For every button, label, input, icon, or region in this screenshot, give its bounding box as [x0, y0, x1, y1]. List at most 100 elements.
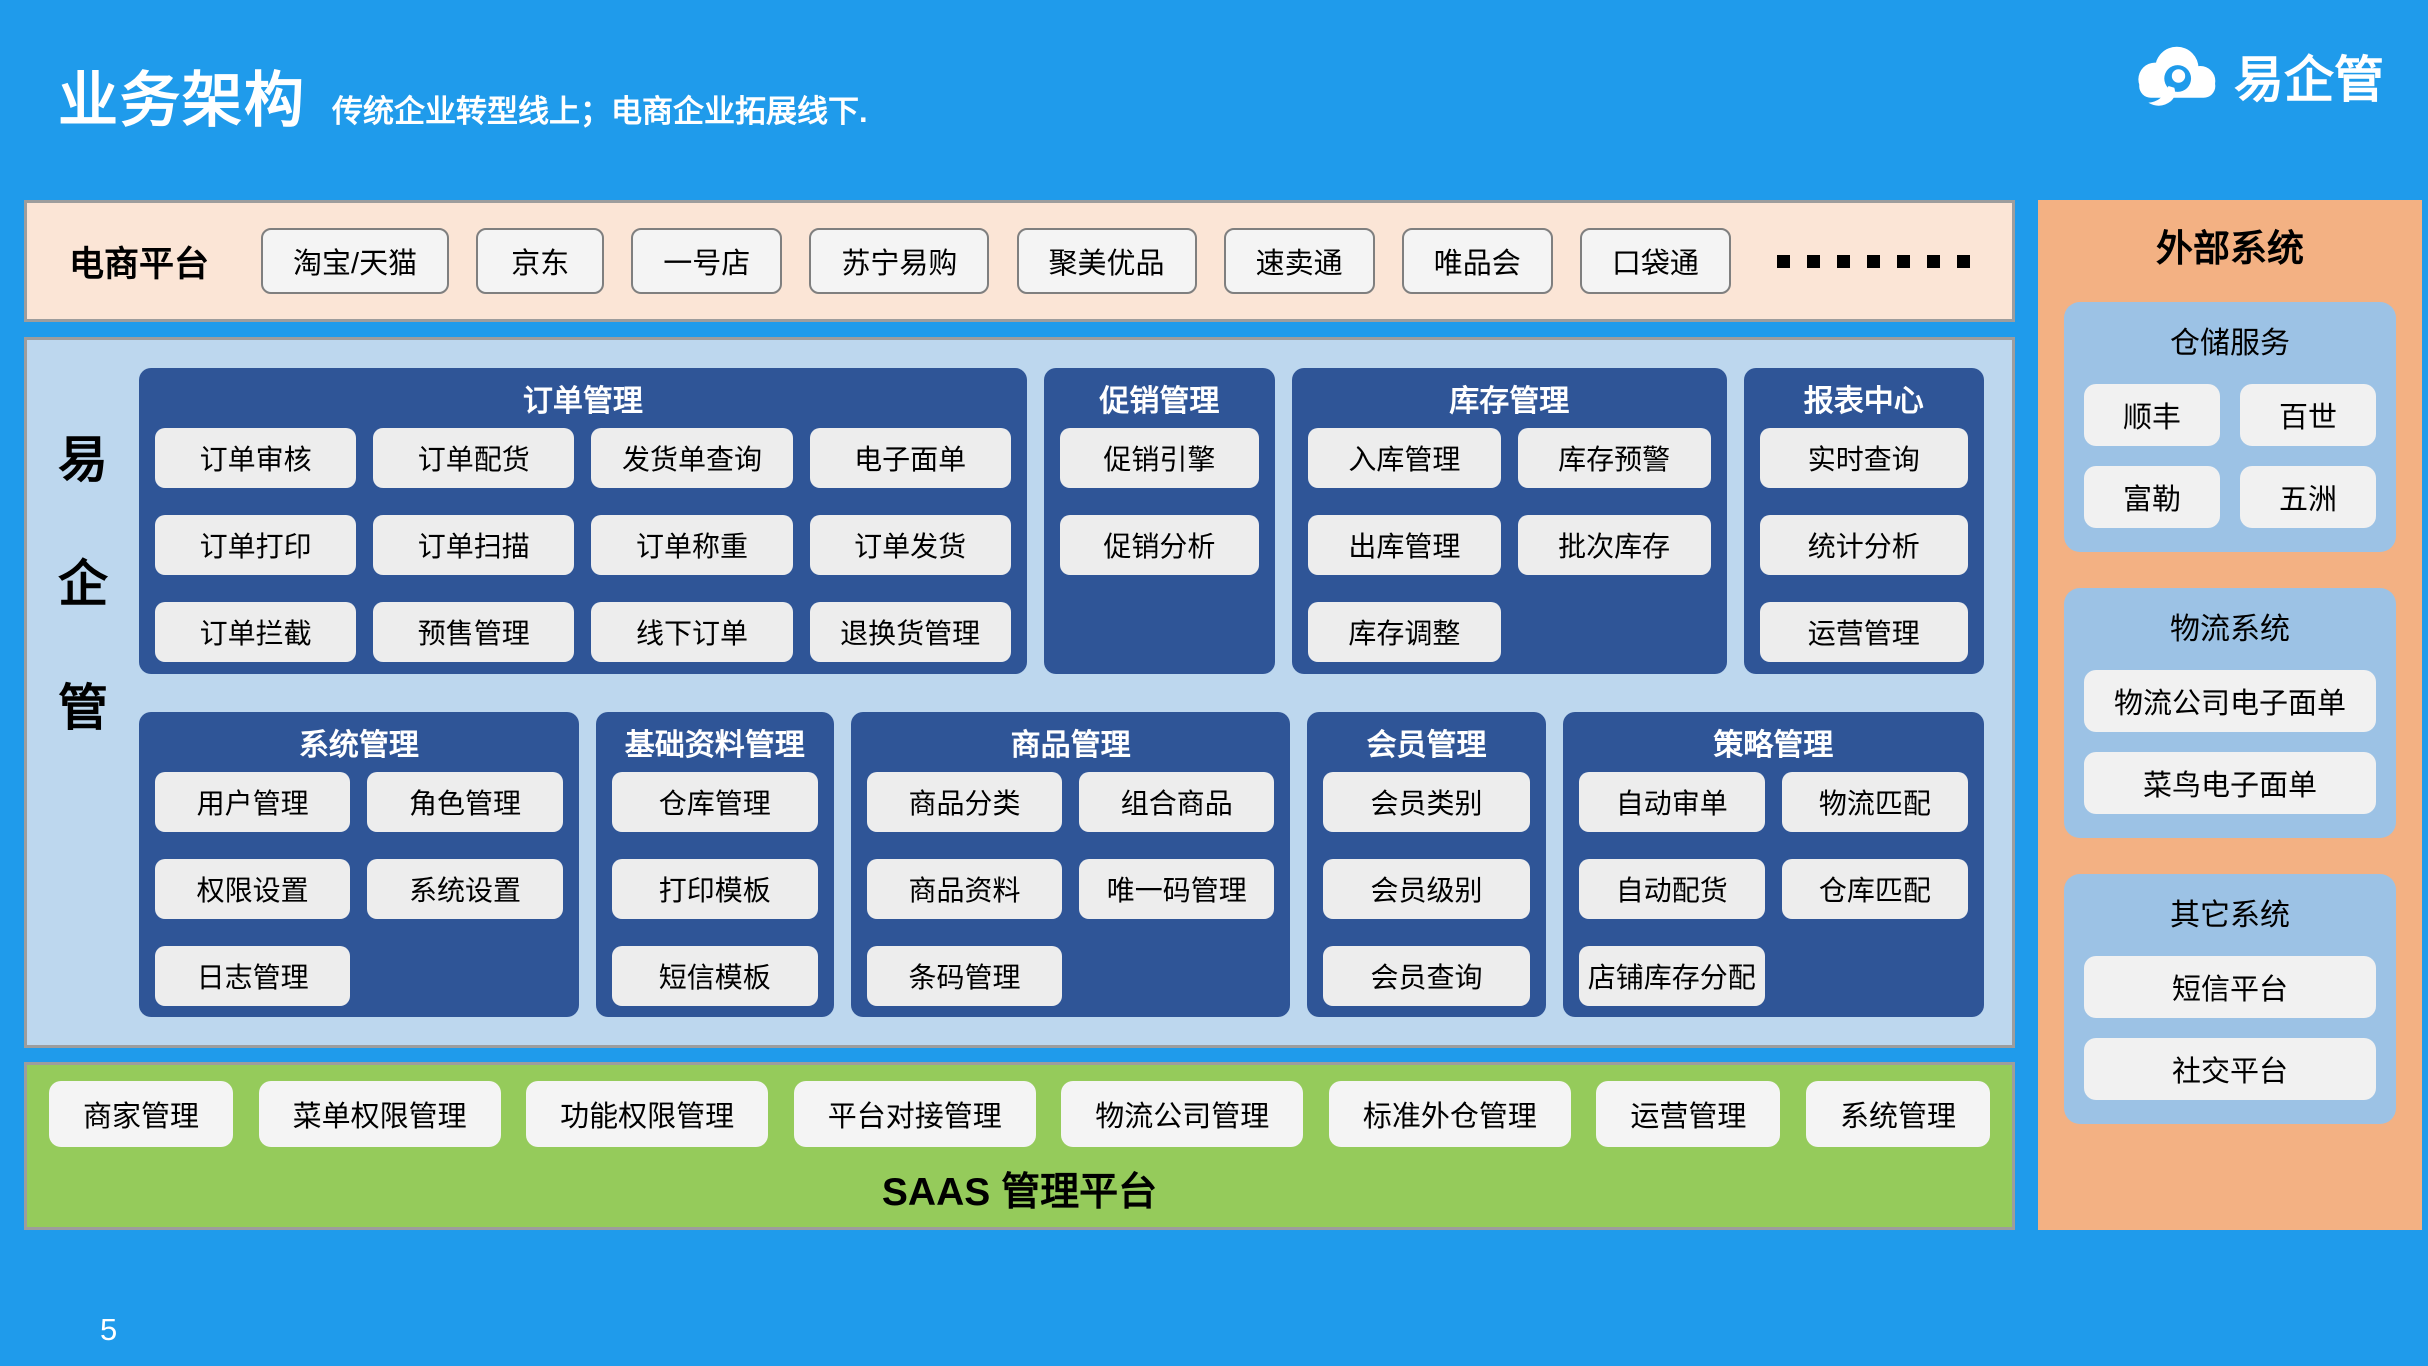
module-box: 订单发货 — [809, 515, 1011, 575]
platform-box: 淘宝/天猫 — [261, 228, 450, 294]
vertical-label-char: 易 — [58, 432, 108, 488]
module-box: 日志管理 — [155, 945, 351, 1006]
module-box: 订单打印 — [155, 515, 357, 575]
ellipsis-dot — [1837, 254, 1850, 268]
module-box: 店铺库存分配 — [1578, 945, 1765, 1006]
module-box: 库存预警 — [1517, 428, 1711, 488]
brand-logo: 易企管 — [2130, 40, 2384, 112]
module-panel: 商品管理商品分类组合商品商品资料唯一码管理条码管理 — [850, 711, 1291, 1017]
external-group-title: 仓储服务 — [2170, 327, 2290, 360]
module-grid: 用户管理角色管理权限设置系统设置日志管理 — [155, 771, 563, 1006]
module-panel-title: 库存管理 — [1449, 385, 1570, 418]
platform-box-list: 淘宝/天猫京东一号店苏宁易购聚美优品速卖通唯品会口袋通 — [261, 228, 1731, 294]
module-box: 自动审单 — [1578, 771, 1765, 832]
external-box: 社交平台 — [2084, 1038, 2376, 1100]
module-box: 实时查询 — [1759, 428, 1968, 488]
platform-box: 唯品会 — [1401, 228, 1553, 294]
module-panel-title: 订单管理 — [522, 385, 643, 418]
module-box: 订单扫描 — [373, 515, 575, 575]
module-panel: 订单管理订单审核订单配货发货单查询电子面单订单打印订单扫描订单称重订单发货订单拦… — [139, 368, 1027, 674]
brand-vertical-label: 易企管 — [27, 340, 139, 1045]
external-group-grid: 物流公司电子面单菜鸟电子面单 — [2084, 670, 2376, 814]
ecommerce-platform-label: 电商平台 — [69, 244, 210, 284]
module-grid: 促销引擎促销分析 — [1059, 428, 1259, 575]
module-box: 系统设置 — [367, 858, 563, 919]
module-box: 条码管理 — [866, 945, 1063, 1006]
module-box: 订单称重 — [591, 515, 793, 575]
module-box: 运营管理 — [1759, 602, 1968, 662]
module-box: 促销分析 — [1059, 515, 1259, 575]
module-box: 电子面单 — [809, 428, 1011, 488]
ellipsis-dot — [1897, 254, 1910, 268]
brand-name: 易企管 — [2234, 52, 2384, 108]
external-group: 其它系统短信平台社交平台 — [2064, 874, 2396, 1124]
module-box: 物流匹配 — [1781, 771, 1968, 832]
saas-box: 运营管理 — [1596, 1081, 1781, 1147]
module-grid: 会员类别会员级别会员查询 — [1323, 771, 1530, 1006]
module-box: 出库管理 — [1307, 515, 1501, 575]
external-group-title: 物流系统 — [2170, 613, 2290, 646]
module-panel-title: 系统管理 — [298, 728, 419, 762]
vertical-label-char: 管 — [58, 680, 108, 736]
external-group-grid: 短信平台社交平台 — [2084, 956, 2376, 1100]
module-box: 商品分类 — [866, 771, 1063, 832]
external-box: 顺丰 — [2084, 384, 2220, 446]
module-box: 库存调整 — [1307, 602, 1501, 662]
module-box: 短信模板 — [611, 945, 818, 1006]
platform-box: 速卖通 — [1223, 228, 1375, 294]
platform-box: 苏宁易购 — [809, 228, 990, 294]
cloud-logo-icon — [2130, 40, 2222, 112]
saas-box: 商家管理 — [49, 1081, 234, 1147]
saas-box: 平台对接管理 — [793, 1081, 1036, 1147]
module-panel-title: 商品管理 — [1010, 728, 1131, 762]
module-panel-row-1: 订单管理订单审核订单配货发货单查询电子面单订单打印订单扫描订单称重订单发货订单拦… — [139, 368, 1984, 674]
module-box: 入库管理 — [1307, 428, 1501, 488]
module-panel-title: 基础资料管理 — [624, 728, 805, 762]
module-panel-rows: 订单管理订单审核订单配货发货单查询电子面单订单打印订单扫描订单称重订单发货订单拦… — [139, 340, 2012, 1045]
module-box: 组合商品 — [1079, 771, 1275, 832]
module-box: 权限设置 — [155, 858, 351, 919]
module-panel: 会员管理会员类别会员级别会员查询 — [1307, 711, 1546, 1017]
external-box: 短信平台 — [2084, 956, 2376, 1018]
module-box: 打印模板 — [611, 858, 818, 919]
ellipsis-dot — [1867, 254, 1880, 268]
vertical-label-char: 企 — [58, 556, 108, 612]
ellipsis-dot — [1927, 254, 1940, 268]
module-box: 退换货管理 — [809, 602, 1011, 662]
module-grid: 实时查询统计分析运营管理 — [1759, 428, 1968, 662]
page-title: 业务架构 — [58, 67, 306, 134]
external-box: 百世 — [2240, 384, 2376, 446]
module-panel-title: 促销管理 — [1099, 385, 1220, 418]
module-box: 仓库管理 — [611, 771, 818, 832]
module-panel: 促销管理促销引擎促销分析 — [1043, 368, 1275, 674]
ellipsis-dot — [1807, 254, 1820, 268]
platform-box: 口袋通 — [1579, 228, 1731, 294]
external-box: 富勒 — [2084, 466, 2220, 528]
module-panel: 系统管理用户管理角色管理权限设置系统设置日志管理 — [139, 711, 579, 1017]
module-box: 唯一码管理 — [1079, 858, 1275, 919]
module-box: 会员级别 — [1323, 858, 1530, 919]
module-box: 自动配货 — [1578, 858, 1765, 919]
external-group-title: 其它系统 — [2170, 899, 2290, 932]
module-grid: 订单审核订单配货发货单查询电子面单订单打印订单扫描订单称重订单发货订单拦截预售管… — [155, 428, 1011, 662]
module-grid: 仓库管理打印模板短信模板 — [611, 771, 818, 1006]
module-box: 批次库存 — [1517, 515, 1711, 575]
external-box: 五洲 — [2240, 466, 2376, 528]
ellipsis-dots — [1777, 254, 1970, 268]
saas-box: 标准外仓管理 — [1328, 1081, 1571, 1147]
module-box: 会员查询 — [1323, 945, 1530, 1006]
module-panel-title: 报表中心 — [1803, 385, 1924, 418]
page-subtitle: 传统企业转型线上；电商企业拓展线下. — [332, 94, 868, 129]
module-panel: 策略管理自动审单物流匹配自动配货仓库匹配店铺库存分配 — [1562, 711, 1984, 1017]
saas-box-list: 商家管理菜单权限管理功能权限管理平台对接管理物流公司管理标准外仓管理运营管理系统… — [49, 1081, 1990, 1147]
external-group-grid: 顺丰百世富勒五洲 — [2084, 384, 2376, 528]
platform-box: 聚美优品 — [1016, 228, 1197, 294]
external-group: 仓储服务顺丰百世富勒五洲 — [2064, 302, 2396, 552]
module-box: 订单配货 — [373, 428, 575, 488]
saas-platform-bar: 商家管理菜单权限管理功能权限管理平台对接管理物流公司管理标准外仓管理运营管理系统… — [24, 1062, 2015, 1230]
module-box: 预售管理 — [373, 602, 575, 662]
external-box: 物流公司电子面单 — [2084, 670, 2376, 732]
module-box: 角色管理 — [367, 771, 563, 832]
external-systems-title: 外部系统 — [2156, 228, 2304, 269]
